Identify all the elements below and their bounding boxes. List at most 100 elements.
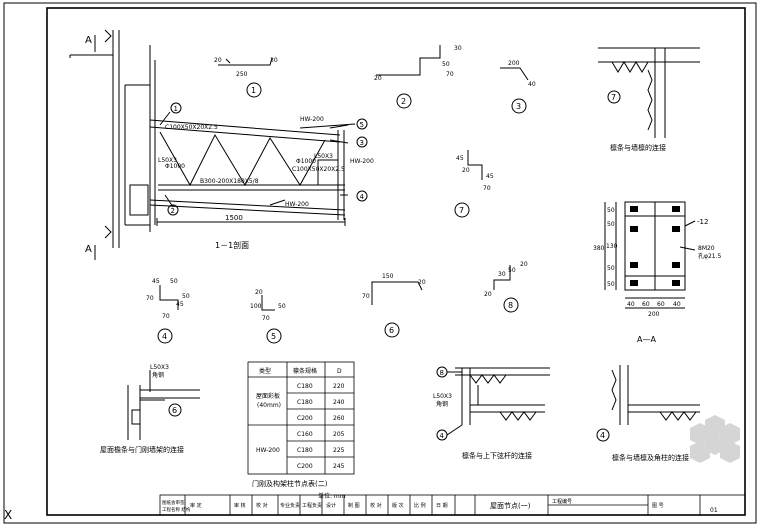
p3-dim-40: 40 [528, 81, 536, 88]
mid-caption: 檩条与上下弦杆的连接 [462, 451, 532, 460]
p1-dim-30: 30 [270, 57, 278, 64]
p5-dim-50: 50 [278, 303, 286, 310]
aa-hdim-2: 60 [642, 301, 650, 308]
label-l50: L50X3 [158, 157, 177, 164]
table-caption: 门刚及构架柱节点表(二) [252, 479, 328, 488]
section-mark-bottom: A [85, 244, 92, 255]
table-cell: C200 [297, 415, 313, 422]
tb-cell: 设计 [326, 502, 336, 509]
table-cell: 260 [333, 415, 345, 422]
profile-6-num: 6 [389, 326, 394, 335]
p4-dim-70: 70 [146, 295, 154, 302]
table-cell: C200 [297, 463, 313, 470]
aa-vtotal: 380 [593, 245, 605, 252]
aa-hdim-4: 40 [673, 301, 681, 308]
table-unit: 单位: mm [318, 492, 346, 500]
table-cell: C180 [297, 399, 313, 406]
profile-3: 200 40 3 [500, 60, 536, 114]
table-cell: 220 [333, 383, 345, 390]
p3-dim-200: 200 [508, 60, 520, 67]
tb-cell: 审 核 [234, 502, 246, 509]
p7-dim-45b: 45 [486, 173, 494, 180]
p8-dim-20b: 20 [520, 261, 528, 268]
label-c-top: C100X50X20X2.5 [165, 124, 218, 131]
p7-dim-20: 20 [462, 167, 470, 174]
right-num: 4 [600, 431, 605, 440]
tb-cell: 图纸会审签 [162, 499, 185, 506]
aa-title: A—A [637, 335, 656, 344]
p1-dim-20: 20 [214, 57, 222, 64]
outer-border [3, 2, 757, 524]
detail-mid [436, 366, 550, 441]
left-num: 6 [172, 406, 177, 415]
section-title: 1－1剖面 [215, 240, 249, 250]
section-callouts: 1 2 3 4 5 [167, 102, 368, 216]
detail-7-caption: 檩条与墙檩的连接 [610, 143, 666, 152]
detail-beam-wall [598, 47, 700, 138]
section-1-1 [69, 29, 356, 260]
callout-2: 2 [171, 207, 175, 215]
aa-vdim-3: 130 [606, 243, 618, 250]
p4-dim-45b: 45 [176, 301, 184, 308]
label-phi-right: Φ1000 [296, 158, 316, 165]
section-mark-top: A [85, 35, 92, 46]
aa-hdim-3: 60 [657, 301, 665, 308]
table-header-spec: 檩条规格 [293, 367, 317, 375]
table-cell: 240 [333, 399, 345, 406]
aa-hdim-1: 40 [627, 301, 635, 308]
title-block [159, 494, 746, 516]
inner-border [46, 7, 746, 516]
table-header-type: 类型 [259, 367, 271, 375]
label-purlin: B300-200X180X5/8 [200, 178, 259, 185]
profile-3-num: 3 [516, 102, 521, 111]
mid-num-top: 8 [440, 369, 444, 377]
label-hw-top: HW-200 [300, 116, 324, 123]
p5-dim-100: 100 [250, 303, 262, 310]
label-hw-bottom: HW-200 [285, 201, 309, 208]
tb-sheet-label: 图 号 [652, 503, 664, 509]
label-l50-right: L50X3 [314, 153, 333, 160]
table-cell: C180 [297, 383, 313, 390]
profile-4-num: 4 [162, 332, 167, 341]
tb-sheet-no: 01 [710, 507, 718, 514]
table-cell: C180 [297, 447, 313, 454]
p8-dim-20: 20 [484, 291, 492, 298]
p4-dim-70b: 70 [162, 313, 170, 320]
tb-cell: 比 例 [414, 502, 426, 509]
profile-8-num: 8 [508, 301, 513, 310]
p2-dim-20: 20 [374, 75, 382, 82]
p8-dim-30: 30 [498, 271, 506, 278]
profile-5-num: 5 [271, 332, 276, 341]
profile-1: 250 20 30 1 [214, 57, 278, 98]
tb-cell: 工程名称 结构 [162, 506, 191, 513]
tb-cell: 校 对 [256, 502, 268, 509]
right-caption: 檩条与墙檩及角柱的连接 [612, 453, 689, 462]
mid-num-bot: 4 [440, 432, 445, 440]
tb-cell: 版 次 [392, 502, 404, 509]
aa-vdim-5: 50 [607, 281, 615, 288]
table-header-d: D [337, 368, 342, 375]
table-group-2: HW-200 [256, 447, 280, 454]
profile-8: 50 20 20 30 8 [484, 261, 528, 313]
profile-4: 45 50 70 50 45 70 4 [146, 278, 190, 344]
table-cell: 245 [333, 463, 345, 470]
p8-dim-50: 50 [508, 267, 516, 274]
corner-mark: X [4, 508, 13, 522]
p4-dim-45: 45 [152, 278, 160, 285]
p7-dim-70: 70 [483, 185, 491, 192]
tb-cell: 专业负责 [280, 502, 300, 509]
left-angle: L50X3 [150, 364, 169, 371]
table-cell: 225 [333, 447, 345, 454]
tb-project: 工程编号 [552, 498, 572, 505]
p1-dim-250: 250 [236, 71, 248, 78]
tb-cell: 审 定 [190, 502, 202, 509]
p6-dim-70: 70 [362, 293, 370, 300]
p5-dim-20: 20 [255, 289, 263, 296]
p5-dim-70: 70 [262, 315, 270, 322]
callout-4: 4 [360, 193, 365, 201]
profile-7: 45 20 70 45 7 [454, 150, 494, 218]
table-group-1: 屋面彩板(40mm) [256, 392, 281, 409]
tb-cell: 制 图 [348, 502, 360, 509]
p6-dim-150: 150 [382, 273, 394, 280]
